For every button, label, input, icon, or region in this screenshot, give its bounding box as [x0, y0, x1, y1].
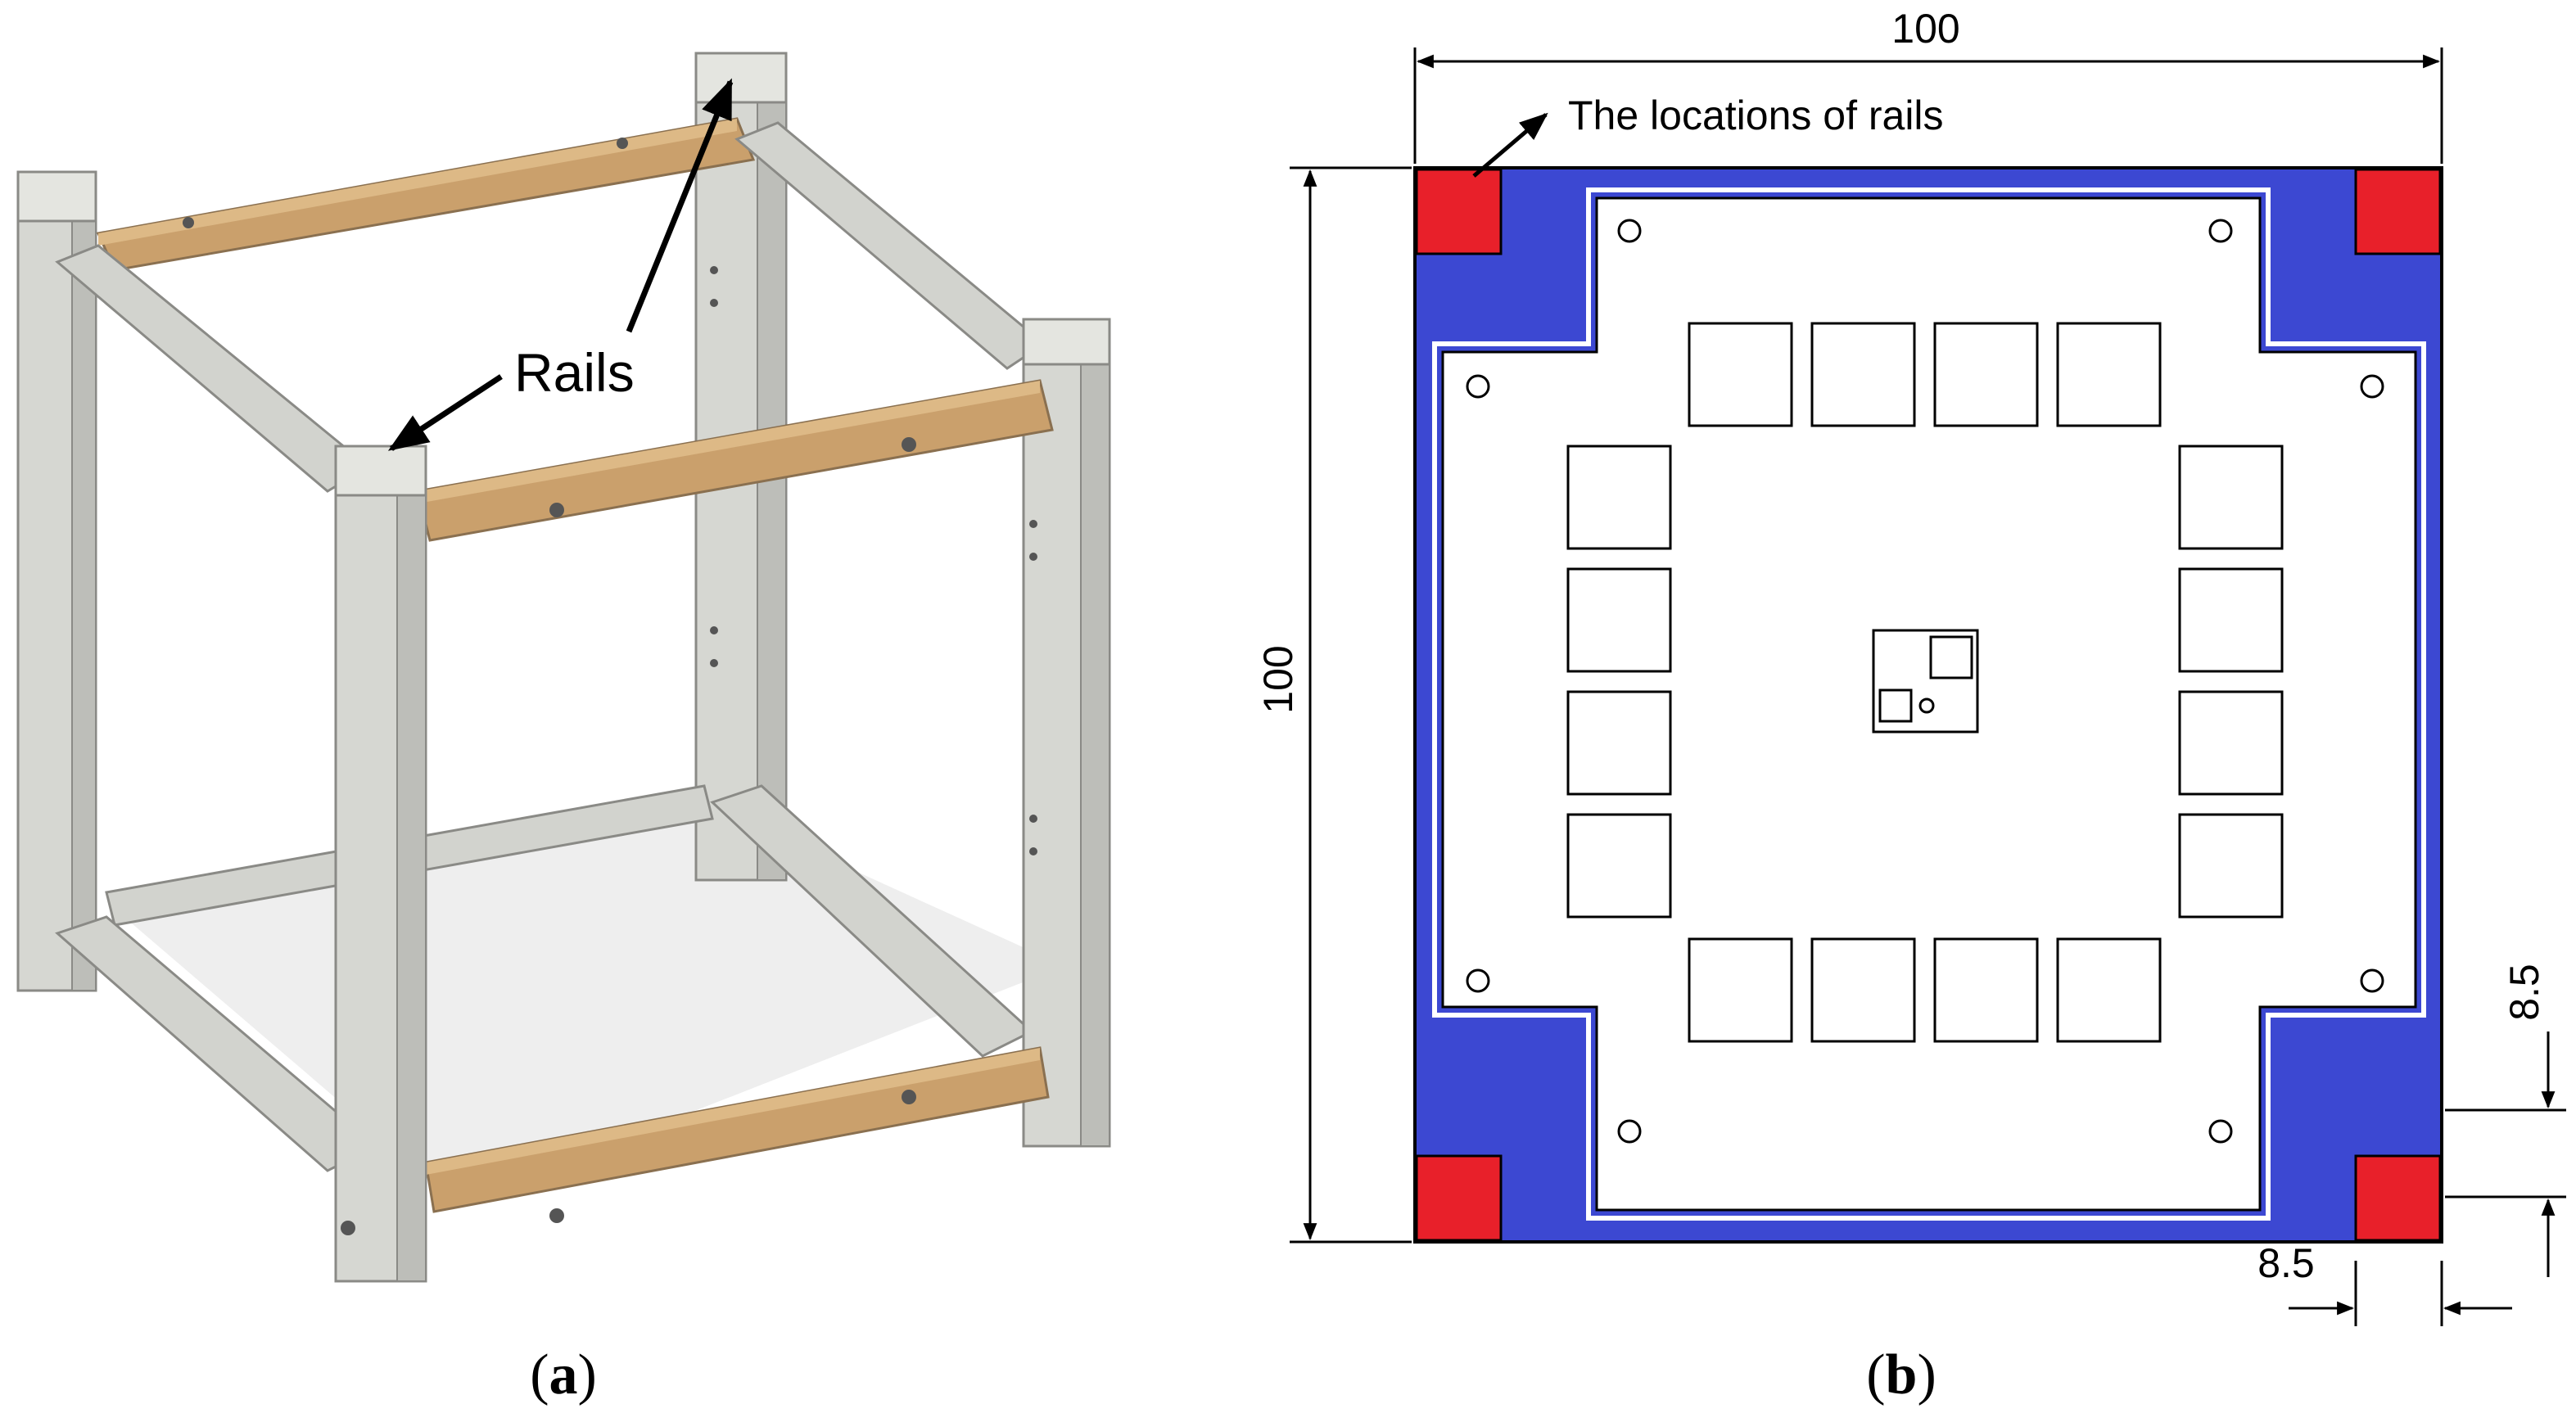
rail-location-bottom-right	[2354, 1154, 2442, 1242]
panel-b-layout: 100 The locations of rails 100 8.5 8.5	[1255, 6, 2566, 1326]
mounting-holes	[1466, 219, 2384, 1144]
panel-a-frame-drawing	[16, 52, 1111, 1283]
bottom-front-wood-bar	[424, 1046, 1050, 1213]
dim-width-label: 100	[1891, 6, 1959, 52]
dim-rail-horizontal-label: 8.5	[2257, 1240, 2315, 1286]
rail-post-front-left	[334, 445, 427, 1283]
caption-b: (b)	[1866, 1343, 1937, 1406]
rails-label: Rails	[514, 342, 635, 403]
top-left-side-bar	[55, 244, 371, 493]
component-pads	[1566, 322, 2284, 1043]
dim-rail-vertical-label: 8.5	[2501, 964, 2547, 1021]
rail-location-top-right	[2354, 168, 2442, 255]
caption-a: (a)	[530, 1343, 597, 1406]
bolt-holes	[183, 138, 1037, 1235]
rail-post-back-left	[16, 170, 97, 992]
rail-locations-arrow	[1472, 112, 1548, 178]
rail-post-front-right	[1022, 318, 1111, 1148]
rails-arrow-front	[387, 374, 503, 451]
rail-location-top-left	[1415, 168, 1503, 255]
rails-arrow-back	[626, 78, 734, 333]
rail-location-bottom-left	[1415, 1154, 1503, 1242]
rail-locations-label: The locations of rails	[1568, 93, 1944, 138]
dim-height-label: 100	[1255, 645, 1301, 713]
center-component	[1872, 629, 1979, 734]
